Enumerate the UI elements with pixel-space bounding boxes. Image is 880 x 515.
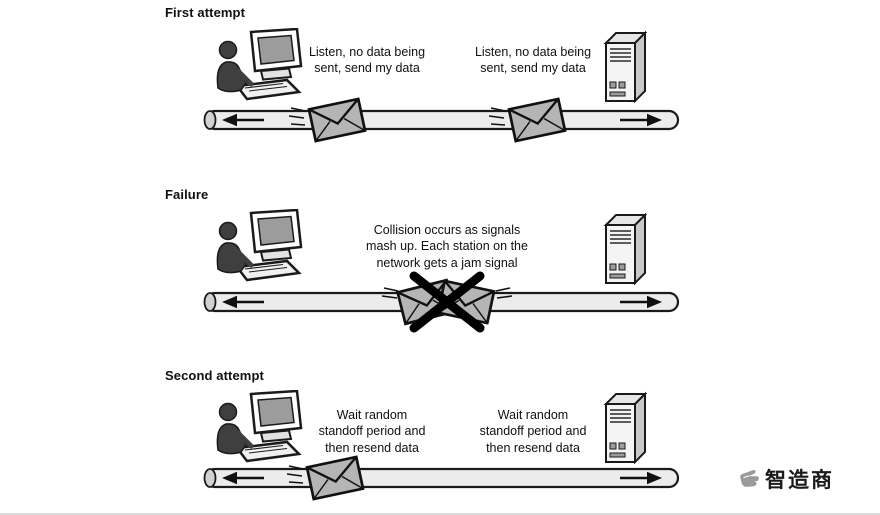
right-station-message-second: Wait random standoff period and then res… bbox=[479, 408, 587, 455]
right-station-message-first: Listen, no data being sent, send my data bbox=[474, 45, 592, 76]
watermark-text: 智造商 bbox=[765, 469, 834, 492]
network-bus bbox=[200, 467, 684, 489]
packet-envelope-icon bbox=[287, 452, 371, 504]
collision-message: Collision occurs as signals mash up. Eac… bbox=[366, 223, 528, 270]
left-station-message-second: Wait random standoff period and then res… bbox=[318, 408, 426, 455]
server-icon bbox=[601, 391, 647, 465]
row-label-second-attempt: Second attempt bbox=[165, 368, 264, 383]
logo-hand-icon bbox=[738, 467, 762, 491]
server-icon bbox=[601, 30, 647, 104]
network-bus bbox=[200, 109, 684, 131]
row-label-first-attempt: First attempt bbox=[165, 5, 246, 20]
collision-x-icon bbox=[382, 270, 512, 334]
user-workstation-icon bbox=[213, 28, 307, 102]
packet-envelope-icon bbox=[489, 94, 573, 146]
server-icon bbox=[601, 212, 647, 286]
left-station-message-first: Listen, no data being sent, send my data bbox=[308, 45, 426, 76]
packet-envelope-icon bbox=[289, 94, 373, 146]
row-label-failure: Failure bbox=[165, 187, 209, 202]
bottom-divider bbox=[0, 513, 880, 515]
user-workstation-icon bbox=[213, 209, 307, 283]
